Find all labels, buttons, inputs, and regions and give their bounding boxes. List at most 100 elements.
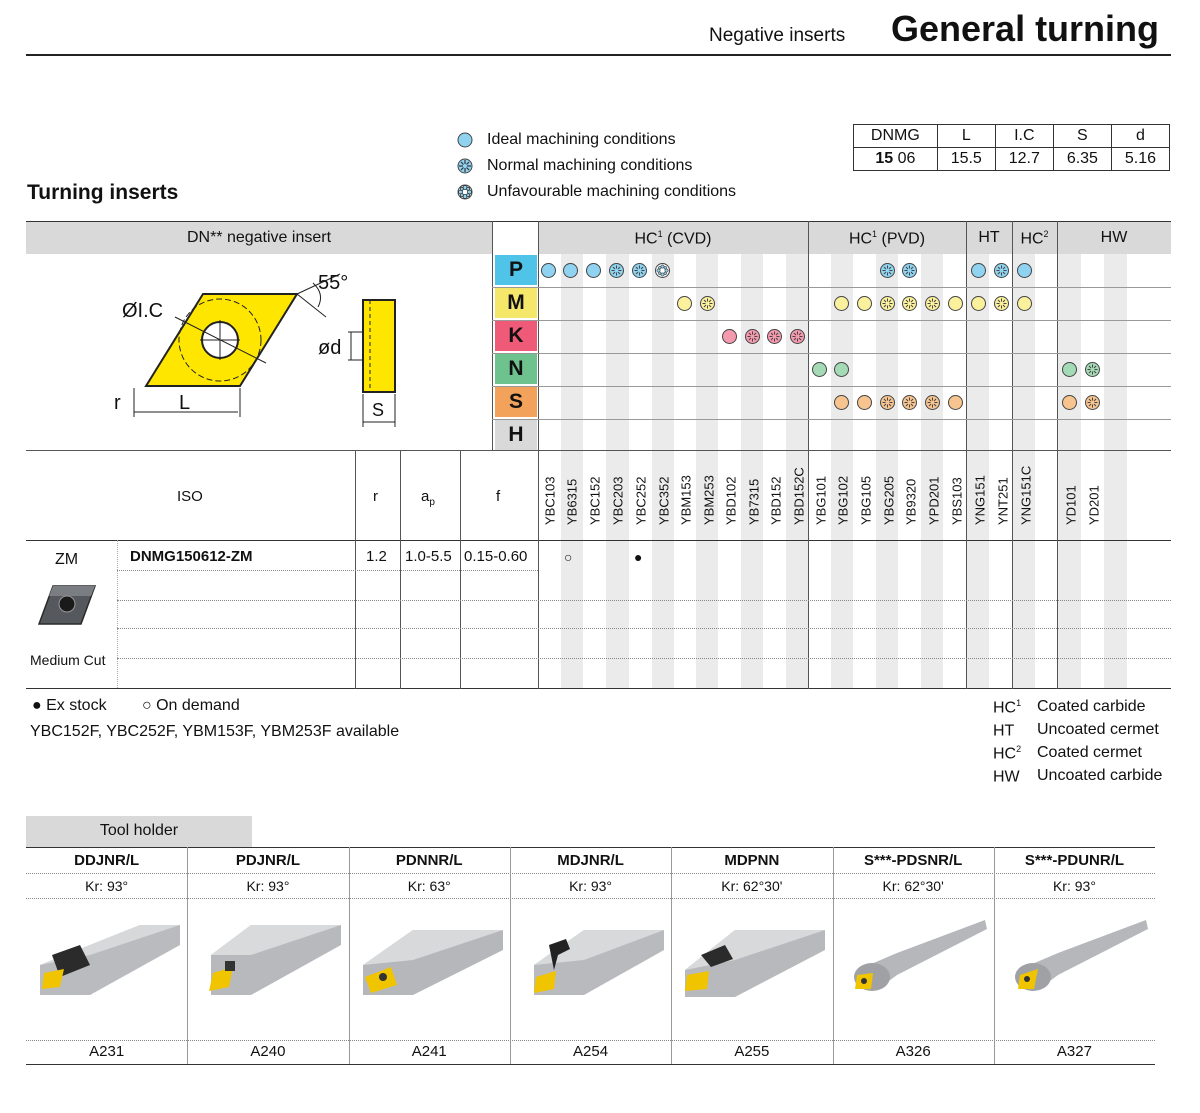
holder-name: S***-PDUNR/L — [1024, 852, 1125, 869]
grade-label: YBG102 — [835, 475, 851, 525]
holder-name: MDPNN — [724, 852, 780, 869]
ideal-dot — [1017, 263, 1032, 278]
product-group: ZM — [55, 551, 79, 568]
grade-label: YB6315 — [564, 478, 580, 525]
tool-holder-title: Tool holder — [99, 822, 179, 839]
l-label: L — [179, 392, 191, 414]
ideal-dot — [1017, 296, 1032, 311]
grade-name: YBM153 — [675, 458, 697, 540]
grade-name: YBD152C — [788, 458, 810, 540]
unfavourable-dot — [655, 263, 670, 278]
grade-name: YBM253 — [698, 458, 720, 540]
grade-name: YBD102 — [720, 458, 742, 540]
normal-dot — [902, 263, 917, 278]
ideal-dot — [834, 362, 849, 377]
normal-dot — [994, 263, 1009, 278]
grade-name: YB6315 — [561, 458, 583, 540]
angle-label: 55° — [318, 272, 349, 294]
grade-legend-desc: Uncoated carbide — [1037, 767, 1163, 784]
holder-name: DDJNR/L — [74, 852, 140, 869]
grade-name: YB9320 — [900, 458, 922, 540]
group-hc1-cvd: HC1 (CVD) — [538, 229, 808, 248]
grade-label: YBG205 — [881, 475, 897, 525]
normal-dot — [790, 329, 805, 344]
grade-column-stripe — [876, 254, 898, 688]
grade-column-stripe — [967, 254, 989, 688]
grade-label: YB7315 — [746, 478, 762, 525]
grade-name: YBS103 — [946, 458, 968, 540]
holder-page-code: A254 — [573, 1043, 609, 1060]
ap-header-sub: p — [429, 497, 435, 508]
header-subtitle: Negative inserts — [709, 25, 846, 46]
normal-dot — [632, 263, 647, 278]
ap-header-main: a — [421, 488, 430, 505]
group-label: HC — [848, 230, 873, 248]
grade-label: YBC352 — [656, 476, 672, 525]
normal-dot — [880, 395, 895, 410]
section-title: Turning inserts — [27, 181, 179, 204]
group-hc2: HC2 — [1012, 229, 1057, 248]
holder-kr: Kr: 62°30' — [721, 878, 783, 894]
holder-page-code: A231 — [89, 1043, 125, 1060]
insert-header-bg — [26, 222, 492, 254]
normal-flower-icon — [457, 158, 473, 174]
grade-column-stripe — [561, 254, 583, 688]
group-label: HT — [978, 229, 1000, 246]
dims-header: S — [1052, 124, 1112, 148]
holder-name: PDNNR/L — [395, 852, 463, 869]
grade-name: YBG105 — [855, 458, 877, 540]
group-rest: (PVD) — [877, 230, 926, 248]
material-p: P — [495, 255, 537, 285]
ideal-dot — [948, 395, 963, 410]
grade-label: YNG151 — [972, 475, 988, 525]
grade-column-stripe — [652, 254, 674, 688]
normal-dot — [902, 296, 917, 311]
grade-name: YD201 — [1083, 458, 1105, 540]
holder-page-code: A240 — [250, 1043, 286, 1060]
grade-label: YBM153 — [678, 475, 694, 525]
group-hw: HW — [1057, 229, 1171, 247]
grade-name: YBC152 — [584, 458, 606, 540]
grade-legend-code: HC1 — [993, 698, 1021, 717]
dims-value: 12.7 — [994, 147, 1054, 171]
r-header: r — [373, 488, 378, 505]
ic-label: ØI.C — [122, 300, 164, 322]
grade-label: YBG105 — [858, 475, 874, 525]
product-code[interactable]: DNMG150612-ZM — [130, 548, 253, 565]
group-ht: HT — [966, 229, 1012, 247]
ideal-dot — [834, 395, 849, 410]
dims-header: DNMG — [853, 124, 938, 148]
legend-normal: Normal machining conditions — [457, 157, 692, 175]
f-header: f — [496, 488, 501, 505]
tool-holder-image — [685, 930, 826, 997]
normal-dot — [700, 296, 715, 311]
unfavourable-flower-icon — [457, 184, 473, 200]
group-sup: 1 — [657, 229, 663, 239]
tool-holder-image — [853, 920, 987, 991]
insert-photo — [37, 585, 97, 625]
grade-label: YPD201 — [926, 476, 942, 525]
holder-page-code: A241 — [411, 1043, 447, 1060]
tool-holder-tab — [26, 816, 252, 848]
dims-code-rest: 06 — [897, 150, 916, 167]
grade-label: YNG151C — [1018, 465, 1034, 525]
groups-header-bg — [538, 222, 1171, 254]
grade-name: YBD152 — [765, 458, 787, 540]
grade-name: YBG101 — [810, 458, 832, 540]
group-label: HC — [1020, 230, 1044, 248]
grade-column-stripe — [1058, 254, 1081, 688]
grade-label: YBC252 — [633, 476, 649, 525]
holder-page-code: A327 — [1056, 1043, 1092, 1060]
grade-legend-desc: Coated carbide — [1037, 698, 1146, 715]
dims-header: L — [936, 124, 996, 148]
grade-legend-desc: Coated cermet — [1037, 744, 1142, 761]
grade-name: YB7315 — [743, 458, 765, 540]
ideal-dot — [812, 362, 827, 377]
grade-label: YD101 — [1063, 485, 1079, 525]
legend-unfavourable: Unfavourable machining conditions — [457, 183, 736, 201]
material-k: K — [495, 321, 537, 351]
group-label: HW — [1100, 229, 1128, 246]
dims-value: 5.16 — [1110, 147, 1171, 171]
holder-kr: Kr: 93° — [1052, 878, 1096, 894]
grade-name: YPD201 — [923, 458, 945, 540]
